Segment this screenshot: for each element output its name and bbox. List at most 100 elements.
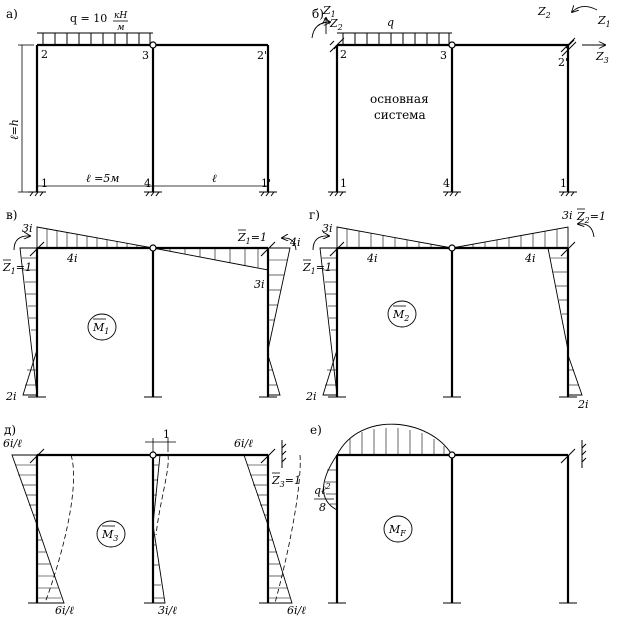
load-unit-den: м — [117, 23, 124, 33]
mf-hatching — [325, 428, 445, 505]
panel-a-frame — [35, 43, 270, 192]
panel-a: а) q = 10 кН м 2 — [6, 7, 277, 197]
node-2-prime: 2' — [558, 56, 568, 69]
z2-label: Z2 — [329, 17, 343, 32]
value-4i-right: 4i — [524, 252, 536, 265]
value-3i-right: 3i — [562, 209, 573, 222]
panel-e: е) qℓ2 8 MF — [310, 423, 587, 604]
parabola-moment — [336, 423, 453, 456]
z1bar-right-label: Z1=1 — [237, 231, 267, 246]
panel-d: д) — [3, 423, 306, 617]
load-unit-num: кН — [114, 11, 127, 21]
rotation-arrow-icon — [311, 22, 330, 39]
value-3i: 3i — [22, 222, 33, 235]
deformed-shape — [44, 454, 301, 604]
panel-v-label: в) — [6, 208, 17, 222]
basic-system-line1: основная — [370, 92, 429, 106]
dimension-lines — [18, 44, 268, 193]
panel-g-frame — [335, 246, 570, 397]
z2bar-label: Z2=1 — [576, 210, 606, 225]
panel-a-label: а) — [6, 7, 18, 21]
diagram-label-circle — [387, 300, 417, 328]
node-1: 1 — [41, 177, 48, 190]
panel-g: г) — [302, 208, 606, 411]
value-3i-right: 3i — [254, 278, 265, 291]
diagram-label-circle — [96, 520, 126, 548]
m3-label: M3 — [101, 528, 118, 543]
clamp-supports — [329, 37, 577, 57]
panel-e-label: е) — [310, 423, 322, 437]
panel-b-label: б) — [312, 7, 324, 21]
rotation-arrow-icon — [578, 224, 595, 238]
z1bar-label: Z1=1 — [2, 261, 32, 276]
panel-a-supports — [28, 191, 277, 197]
distributed-load — [337, 32, 452, 44]
node-2-prime: 2' — [257, 49, 267, 62]
m2-label: M2 — [392, 308, 409, 323]
span1-label: ℓ =5м — [86, 172, 119, 185]
node-4: 4 — [144, 177, 151, 190]
span2-label: ℓ — [212, 172, 217, 185]
z3bar-label: Z3=1 — [271, 474, 301, 489]
z3-label: Z3 — [595, 50, 609, 65]
node-2: 2 — [41, 48, 48, 61]
diagram-label-circle — [383, 515, 413, 543]
node-3: 3 — [440, 49, 447, 62]
z1-label: Z1 — [322, 4, 336, 19]
hinge-icon — [448, 244, 456, 252]
rotation-arrow-icon — [282, 238, 297, 251]
panel-v: в) — [2, 208, 301, 403]
diagram-label-circle — [87, 313, 117, 341]
z1bar-label: Z1=1 — [302, 261, 332, 276]
m1-label: M1 — [92, 321, 109, 336]
value-2i-right: 2i — [577, 398, 589, 411]
mf-label: MF — [388, 523, 406, 538]
rotation-arrow-icon — [13, 236, 30, 251]
value-4i-right: 4i — [289, 236, 301, 249]
ql2-label: qℓ2 — [314, 482, 331, 497]
value-4i: 4i — [66, 252, 78, 265]
value-6il-top-left: 6i/ℓ — [3, 437, 22, 450]
m2-hatching — [322, 229, 579, 386]
value-4i-left: 4i — [366, 252, 378, 265]
z2r-label: Z2 — [537, 5, 551, 20]
hinge-icon — [149, 451, 157, 459]
panel-e-frame — [335, 453, 570, 603]
value-2i-left: 2i — [305, 390, 317, 403]
panel-g-label: г) — [309, 208, 320, 222]
node-1-prime: 1' — [261, 177, 271, 190]
q-label: q — [387, 16, 394, 29]
value-3il: 3i/ℓ — [158, 604, 177, 617]
height-label: ℓ=h — [8, 119, 21, 140]
node-1: 1 — [340, 177, 347, 190]
load-label: q = 10 — [70, 12, 107, 25]
value-6il-bottom-left: 6i/ℓ — [55, 604, 74, 617]
panel-d-frame — [35, 453, 270, 603]
node-2: 2 — [340, 48, 347, 61]
node-4: 4 — [443, 177, 450, 190]
node-1-prime: 1' — [560, 177, 570, 190]
rotation-arrow-icon — [572, 6, 598, 12]
value-6il-top-right: 6i/ℓ — [234, 437, 253, 450]
hinge-icon — [149, 244, 157, 252]
distributed-load — [37, 32, 153, 44]
eight-label: 8 — [319, 501, 326, 514]
hinge-icon — [149, 41, 157, 49]
z1r-label: Z1 — [597, 14, 611, 29]
panel-b: б) — [311, 4, 611, 197]
m1-hatching — [22, 229, 287, 386]
panel-b-frame — [335, 43, 570, 192]
panel-v-frame — [35, 246, 270, 397]
moment-diagram-m1 — [19, 226, 291, 396]
basic-system-line2: система — [374, 108, 426, 122]
hinge-icon — [448, 451, 456, 459]
value-3i-left: 3i — [322, 222, 333, 235]
hinge-icon — [448, 41, 456, 49]
unit-displacement-marker — [145, 438, 176, 452]
value-2i: 2i — [5, 390, 17, 403]
value-6il-bottom-right: 6i/ℓ — [287, 604, 306, 617]
panel-d-label: д) — [4, 423, 16, 437]
rotation-arrow-icon — [312, 236, 329, 251]
